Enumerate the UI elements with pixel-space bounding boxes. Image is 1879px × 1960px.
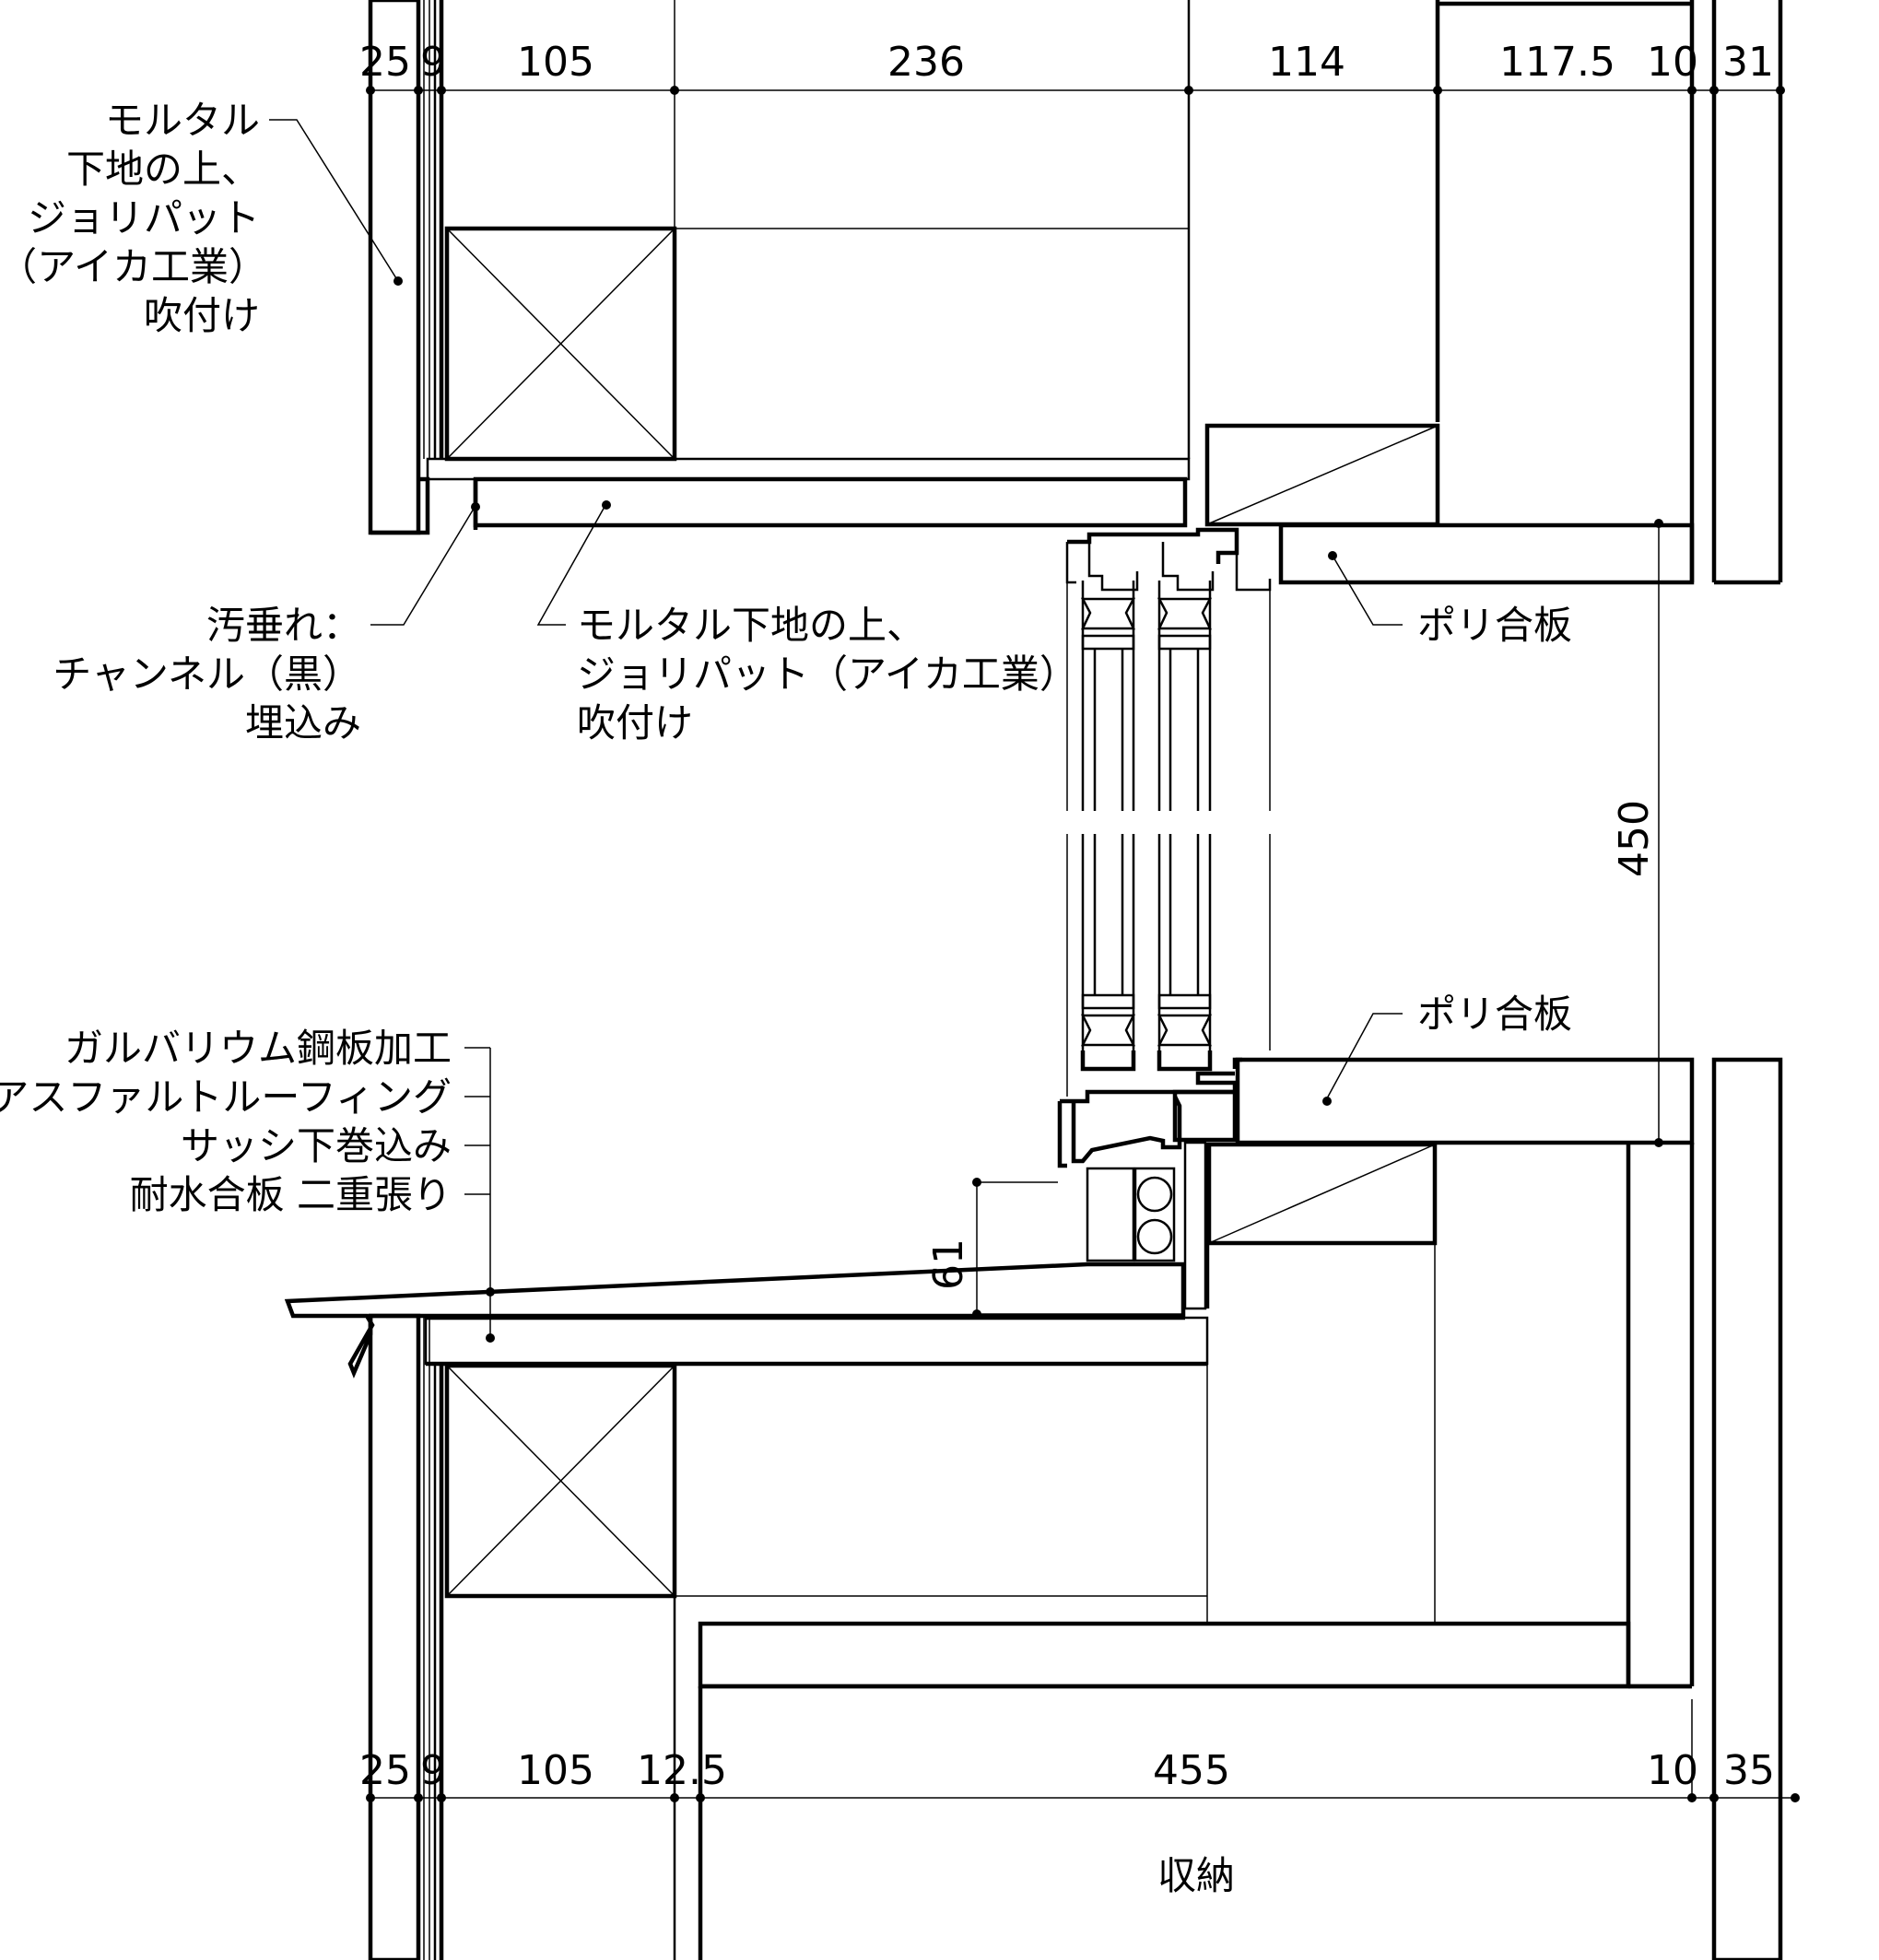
head-section (368, 0, 1783, 585)
label-poly-top: ポリ合板 (1417, 603, 1572, 648)
annotation-mortar-top: モルタル 下地の上、 ジョリパット （アイカ工業） 吹付け (0, 98, 403, 338)
dim-top-114: 114 (1268, 39, 1345, 86)
annotation-drip-channel: 汚垂れ： チャンネル（黒） 埋込み (53, 502, 480, 745)
dim-top-236: 236 (887, 39, 965, 86)
label-storage: 収納 (1157, 1853, 1235, 1898)
dim-bottom-10: 10 (1647, 1747, 1698, 1794)
label-mortar-line5: 吹付け (144, 293, 260, 338)
dim-top-10: 10 (1647, 39, 1698, 86)
label-soffit-line3: 吹付け (577, 700, 693, 745)
label-soffit-line1: モルタル下地の上、 (577, 603, 925, 648)
annotation-poly-plywood-bottom: ポリ合板 (1322, 992, 1572, 1106)
backer-rod-upper (1136, 1176, 1173, 1213)
annotation-soffit-mortar: モルタル下地の上、 ジョリパット（アイカ工業） 吹付け (536, 500, 1078, 745)
dim-top-117-5: 117.5 (1499, 39, 1615, 86)
dim-bottom-455: 455 (1153, 1747, 1230, 1794)
sill-plywood-layers (424, 1316, 1209, 1366)
height-450-dimension: 450 (1611, 519, 1663, 1147)
sealant-backing (1086, 1167, 1135, 1262)
dim-450: 450 (1611, 800, 1658, 877)
dim-61: 61 (925, 1238, 972, 1290)
label-drip-line1: 汚垂れ： (206, 603, 361, 648)
dim-top-25: 25 (359, 39, 411, 86)
backer-rod-lower (1136, 1218, 1173, 1255)
label-soffit-line2: ジョリパット（アイカ工業） (577, 651, 1078, 697)
head-blocking (1204, 423, 1440, 527)
label-drip-line3: 埋込み (245, 700, 361, 745)
dim-top-9: 9 (420, 39, 446, 86)
dim-bottom-12-5: 12.5 (637, 1747, 727, 1794)
label-galvalume: ガルバリウム鋼板加工 (65, 1026, 452, 1071)
label-sash-wrap: サッシ下巻込み (181, 1123, 452, 1168)
exterior-mortar-lower (368, 1313, 421, 1960)
label-asphalt-roofing: アスファルトルーフィング (0, 1074, 452, 1120)
top-dimension-line: 25 9 105 236 114 117.5 10 31 (359, 39, 1785, 95)
poly-plywood-top (1278, 522, 1695, 585)
annotation-poly-plywood-top: ポリ合板 (1328, 551, 1572, 648)
window-sash (1057, 527, 1272, 1168)
dim-bottom-25: 25 (359, 1747, 411, 1794)
poly-plywood-bottom (1235, 1057, 1695, 1145)
bottom-dimension-line: 25 9 105 12.5 455 10 35 (359, 1699, 1800, 1802)
sill-blocking (1206, 1142, 1438, 1246)
sill-section (284, 1057, 1783, 1960)
header-beam (444, 226, 677, 462)
sill-beam (444, 1363, 677, 1599)
label-drip-line2: チャンネル（黒） (53, 651, 361, 697)
dim-bottom-35: 35 (1723, 1747, 1775, 1794)
label-waterproof-plywood: 耐水合板 二重張り (130, 1172, 452, 1217)
label-poly-bottom: ポリ合板 (1417, 992, 1572, 1037)
dim-top-31: 31 (1722, 39, 1774, 86)
soffit-mortar (473, 476, 1188, 528)
annotation-sill-layers: ガルバリウム鋼板加工 アスファルトルーフィング サッシ下巻込み 耐水合板 二重張… (0, 1026, 495, 1343)
label-mortar-line3: ジョリパット (28, 195, 260, 241)
height-61-dimension: 61 (925, 1178, 1183, 1319)
dim-bottom-9: 9 (420, 1747, 446, 1794)
label-mortar-line1: モルタル (105, 98, 260, 143)
storage-top-board (698, 1621, 1631, 1689)
dim-top-105: 105 (517, 39, 594, 86)
label-mortar-line4: （アイカ工業） (0, 244, 267, 289)
label-mortar-line2: 下地の上、 (66, 147, 260, 192)
dim-bottom-105: 105 (517, 1747, 594, 1794)
